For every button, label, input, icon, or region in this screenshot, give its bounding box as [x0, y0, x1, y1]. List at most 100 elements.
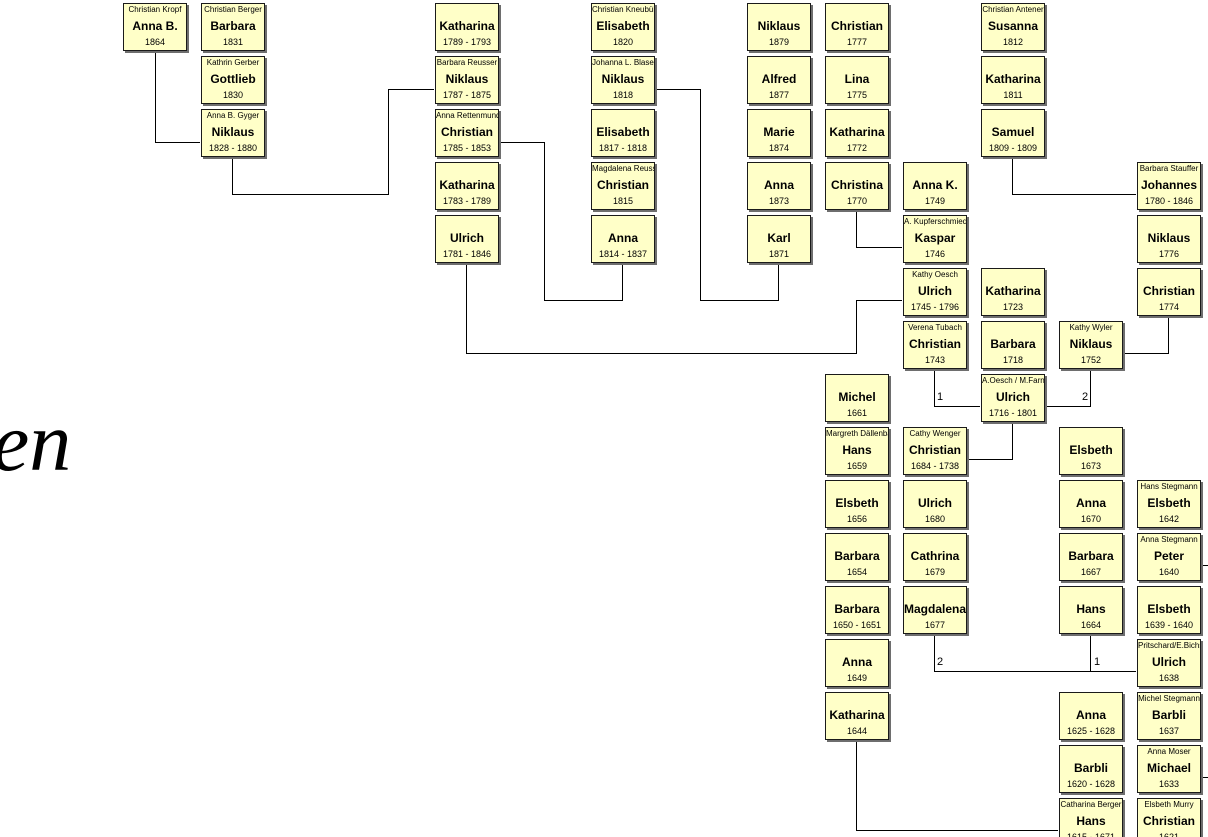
- person-name: Hans: [842, 443, 872, 457]
- spouse-name: Christian Kneubühl: [592, 5, 655, 14]
- life-dates: 1820: [612, 37, 634, 47]
- person-name: Katharina: [829, 125, 885, 139]
- life-dates: 1871: [768, 249, 790, 259]
- person-name: Johannes: [1140, 178, 1197, 192]
- person-name: Ulrich: [917, 496, 952, 510]
- life-dates: 1749: [924, 196, 946, 206]
- life-dates: 1656: [846, 514, 868, 524]
- person-name: Katharina: [985, 72, 1041, 86]
- life-dates: 1649: [846, 673, 868, 683]
- person-name: Magdalena: [904, 602, 967, 616]
- person-name: Anna: [1076, 496, 1106, 510]
- life-dates: 1814 - 1837: [598, 249, 648, 259]
- person-card[interactable]: Margreth DällenbachHans1659: [825, 427, 889, 475]
- life-dates: 1642: [1158, 514, 1180, 524]
- person-name: Elsbeth: [1147, 496, 1191, 510]
- person-card[interactable]: Katharina 1811: [981, 56, 1045, 104]
- person-name: Elsbeth: [1147, 602, 1191, 616]
- person-name: Elsbeth: [835, 496, 879, 510]
- spouse-name: Michel Stegmann: [1138, 694, 1200, 703]
- life-dates: 1812: [1002, 37, 1024, 47]
- life-dates: 1811: [1003, 90, 1023, 100]
- person-card[interactable]: Anna K. 1749: [903, 162, 967, 210]
- life-dates: 1777: [846, 37, 868, 47]
- person-name: Christian: [596, 178, 649, 192]
- person-name: Niklaus: [601, 72, 645, 86]
- person-name: Christian: [440, 125, 493, 139]
- person-name: Barbara: [210, 19, 256, 33]
- person-name: Anna K.: [912, 178, 958, 192]
- person-card[interactable]: Elsbeth 1656: [825, 480, 889, 528]
- person-name: Alfred: [761, 72, 797, 86]
- life-dates: 1815: [612, 196, 634, 206]
- life-dates: 1787 - 1875: [442, 90, 492, 100]
- life-dates: 1746: [924, 249, 946, 259]
- spouse-name: Barbara Reusser: [436, 58, 498, 67]
- spouse-name: Christian Antener: [982, 5, 1044, 14]
- person-card[interactable]: Magdalena ReusserChristian1815: [591, 162, 655, 210]
- life-dates: 1684 - 1738: [910, 461, 960, 471]
- life-dates: 1625 - 1628: [1066, 726, 1116, 736]
- life-dates: 1654: [846, 567, 868, 577]
- person-card[interactable]: Pritschard/E.BichselUlrich1638: [1137, 639, 1201, 687]
- life-dates: 1620 - 1628: [1066, 779, 1116, 789]
- connector: [1122, 315, 1169, 354]
